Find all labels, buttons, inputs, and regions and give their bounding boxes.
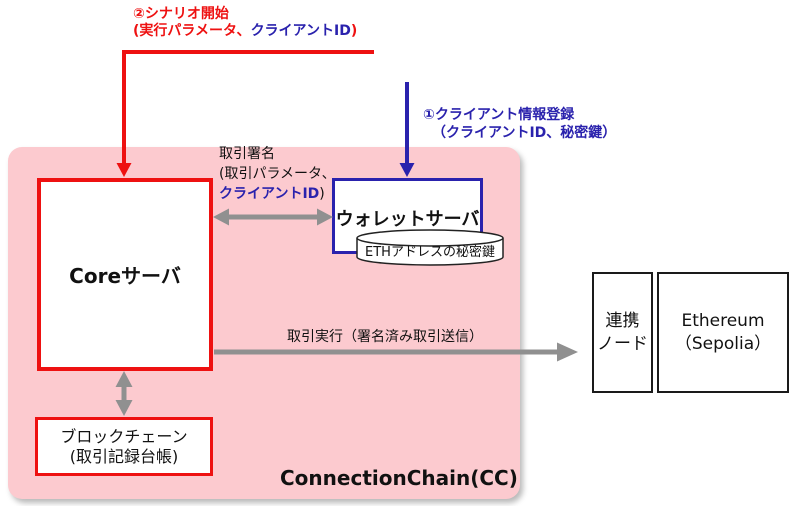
relay-node-label-line1: 連携	[605, 310, 640, 331]
tx-sign-line2: (取引パラメータ、	[219, 166, 336, 182]
blockchain-box: ブロックチェーン (取引記録台帳)	[35, 417, 213, 476]
wallet-server-label: ウォレットサーバ	[335, 209, 480, 230]
eth-key-database-label: ETHアドレスの秘密鍵	[365, 245, 495, 260]
scenario-start-label: ②シナリオ開始 (実行パラメータ、クライアントID)	[133, 6, 357, 40]
client-registration-label: ①クライアント情報登録 （クライアントID、秘密鍵）	[423, 106, 616, 142]
client-registration-line1: ①クライアント情報登録	[423, 107, 575, 123]
scenario-start-line1: ②シナリオ開始	[133, 6, 229, 22]
client-registration-line2: （クライアントID、秘密鍵）	[432, 125, 617, 141]
relay-node-box: 連携 ノード	[592, 272, 653, 393]
scenario-client-id-text: クライアントID	[250, 23, 351, 39]
blockchain-label-line1: ブロックチェーン	[60, 426, 188, 446]
core-server-label: Coreサーバ	[69, 264, 181, 288]
ethereum-sepolia-box: Ethereum （Sepolia）	[657, 272, 789, 393]
relay-node-label-line2: ノード	[597, 333, 648, 354]
scenario-start-line2: (実行パラメータ、クライアントID)	[133, 23, 358, 39]
blockchain-label-line2: (取引記録台帳)	[69, 446, 179, 466]
tx-sign-label: 取引署名 (取引パラメータ、 クライアントID)	[219, 144, 336, 204]
ethereum-label-line1: Ethereum	[681, 310, 765, 331]
tx-sign-client-id-text: クライアントID	[219, 186, 320, 202]
ethereum-label-line2: （Sepolia）	[674, 333, 772, 354]
connectionchain-title: ConnectionChain(CC)	[280, 466, 518, 490]
tx-sign-line3: クライアントID)	[219, 186, 325, 202]
tx-exec-label: 取引実行（署名済み取引送信）	[287, 329, 483, 345]
core-server-box: Coreサーバ	[37, 178, 213, 371]
tx-sign-line1: 取引署名	[219, 146, 275, 162]
